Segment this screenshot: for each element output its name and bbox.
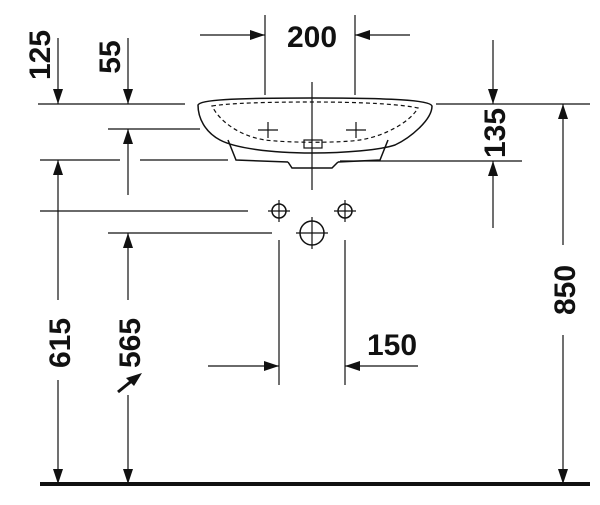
drain-outlet — [303, 139, 323, 149]
dim-565: 565 — [108, 232, 272, 484]
dim-565-label: 565 — [114, 318, 147, 368]
dim-615: 615 — [40, 159, 228, 484]
dim-150-label: 150 — [367, 329, 417, 362]
dim-135: 135 — [340, 40, 590, 228]
dim-850-arrow-bottom — [558, 469, 568, 484]
dim-55-label: 55 — [94, 40, 127, 73]
basin-drain-base — [287, 161, 339, 169]
dim-850-arrow-top — [558, 104, 568, 119]
dim-55-arrow-bottom — [123, 129, 133, 144]
pointer-arrow-head — [126, 373, 142, 386]
dim-200-label: 200 — [287, 21, 337, 54]
dim-565-arrow-bottom — [123, 469, 133, 484]
dim-55: 55 — [94, 38, 200, 195]
basin — [197, 97, 433, 169]
tap-cross-left — [258, 122, 278, 138]
dim-615-label: 615 — [44, 318, 77, 368]
dim-150: 150 — [208, 240, 418, 385]
dim-135-label: 135 — [479, 108, 512, 158]
wall-connections — [40, 200, 356, 249]
dim-615-arrow-bottom — [53, 469, 63, 484]
dim-135-arrow-top — [488, 89, 498, 104]
dim-615-arrow-top — [53, 160, 63, 175]
tap-cross-right — [346, 122, 366, 138]
dim-565-arrow-top — [123, 233, 133, 248]
dim-125-arrow — [53, 89, 63, 104]
dim-125-label: 125 — [24, 30, 57, 80]
dim-200-arrow-left — [250, 30, 265, 40]
basin-outer-shell — [197, 97, 433, 154]
dim-850-label: 850 — [549, 265, 582, 315]
basin-inner-bowl — [211, 101, 419, 143]
dim-150-arrow-left — [264, 361, 279, 371]
dim-55-arrow-top — [123, 89, 133, 104]
dim-150-arrow-right — [345, 361, 360, 371]
dim-125: 125 — [24, 30, 185, 105]
dim-135-arrow-bottom — [488, 161, 498, 176]
dim-850: 850 — [549, 104, 582, 484]
dim-200-arrow-right — [355, 30, 370, 40]
dim-200: 200 — [200, 15, 410, 95]
